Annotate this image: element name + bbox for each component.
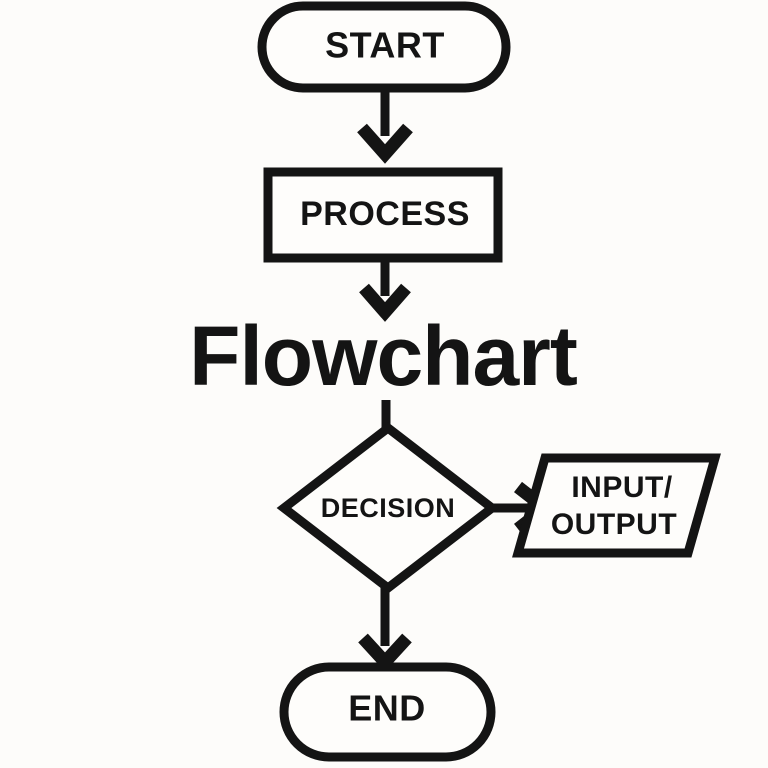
node-process-shape[interactable] [263,167,503,263]
node-input-output[interactable]: INPUT/ OUTPUT [512,453,721,558]
node-decision-label: DECISION [321,493,456,523]
node-input-output-label-line-2: OUTPUT [551,508,677,541]
node-input-output-label-line-1: INPUT/ [571,471,673,504]
node-decision[interactable]: DECISION [276,422,500,594]
node-input-output-shape[interactable] [512,453,721,558]
node-end-label: END [348,688,426,729]
node-process-label: PROCESS [300,195,470,233]
node-start-label: START [325,25,445,66]
node-start[interactable]: START [257,1,511,93]
node-end-shape[interactable] [279,662,496,762]
edge-decision-to-end-arrowhead [358,633,412,672]
edge-start-to-process [357,88,413,164]
edge-process-to-decision-arrowhead [359,283,411,322]
page-title: Flowchart [189,309,577,403]
node-end[interactable]: END [279,662,496,762]
edge-decision-to-end [358,586,412,672]
node-process[interactable]: PROCESS [263,167,503,263]
edge-start-to-process-arrowhead [357,123,413,164]
node-start-shape[interactable] [257,1,511,93]
edge-process-to-decision [359,260,411,322]
